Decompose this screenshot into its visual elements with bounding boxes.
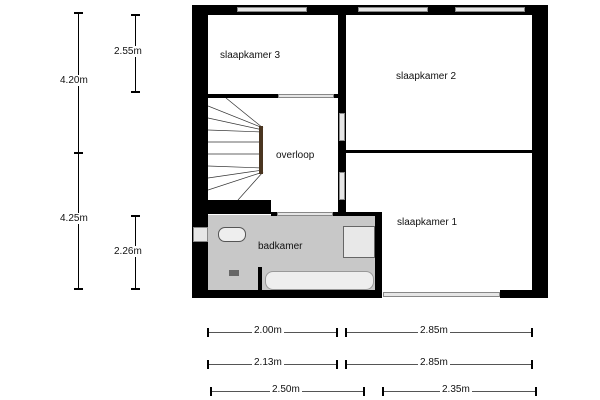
dim-total-top: 4.20m <box>58 75 90 86</box>
room-label-slaapkamer1: slaapkamer 1 <box>397 217 458 228</box>
wall-right <box>532 5 548 298</box>
room-label-badkamer: badkamer <box>258 241 303 252</box>
wall-bottom-left <box>192 290 382 298</box>
window-bottom <box>383 292 500 297</box>
door-badkamer[interactable] <box>277 212 333 216</box>
dim-cap <box>207 360 209 369</box>
dim-row1-right: 2.85m <box>418 325 450 336</box>
dim-cap <box>531 360 533 369</box>
wall-slaapkamer3-bottom <box>208 94 338 98</box>
window-top-1 <box>237 7 307 12</box>
wall-under-stairs <box>208 200 271 214</box>
door-slaapkamer3[interactable] <box>278 94 334 98</box>
dim-inner-top: 2.55m <box>112 46 144 57</box>
dim-tick <box>131 91 140 93</box>
bathtub-icon <box>265 271 374 290</box>
washer-icon <box>229 270 239 276</box>
dim-cap <box>363 387 365 396</box>
dim-total-bottom: 4.25m <box>58 213 90 224</box>
dim-cap <box>531 328 533 337</box>
window-top-2 <box>358 7 428 12</box>
room-label-overloop: overloop <box>276 150 315 161</box>
dim-inner-bottom: 2.26m <box>112 246 144 257</box>
dim-row2-left: 2.13m <box>252 357 284 368</box>
dim-cap <box>210 387 212 396</box>
dim-tick <box>74 12 83 14</box>
toilet-icon <box>218 227 246 242</box>
dim-tick <box>131 215 140 217</box>
dim-cap <box>535 387 537 396</box>
wall-left <box>192 5 208 298</box>
room-label-slaapkamer3: slaapkamer 3 <box>220 50 281 61</box>
room-label-slaapkamer2: slaapkamer 2 <box>396 71 457 82</box>
dim-row2-right: 2.85m <box>418 357 450 368</box>
wall-bedrooms-divider <box>346 150 532 153</box>
dim-row3-right: 2.35m <box>440 384 472 395</box>
dim-cap <box>345 360 347 369</box>
wall-bottom-right <box>500 290 548 298</box>
dim-cap <box>207 328 209 337</box>
dim-line-total <box>78 12 79 290</box>
dim-tick <box>74 288 83 290</box>
dim-cap <box>382 387 384 396</box>
dim-cap <box>336 328 338 337</box>
dim-row3-left: 2.50m <box>270 384 302 395</box>
window-top-3 <box>455 7 525 12</box>
staircase <box>208 98 264 200</box>
dim-cap <box>336 360 338 369</box>
door-slaapkamer2[interactable] <box>339 113 345 141</box>
dim-row1-left: 2.00m <box>252 325 284 336</box>
dim-cap <box>345 328 347 337</box>
dim-tick <box>74 152 83 154</box>
wall-center <box>338 5 346 215</box>
sink-icon <box>343 226 375 258</box>
door-slaapkamer1[interactable] <box>339 172 345 200</box>
dim-tick <box>131 14 140 16</box>
vent-left <box>193 227 208 242</box>
wall-bath-left <box>258 267 262 291</box>
dim-tick <box>131 288 140 290</box>
wall-bathroom-right <box>375 212 382 298</box>
